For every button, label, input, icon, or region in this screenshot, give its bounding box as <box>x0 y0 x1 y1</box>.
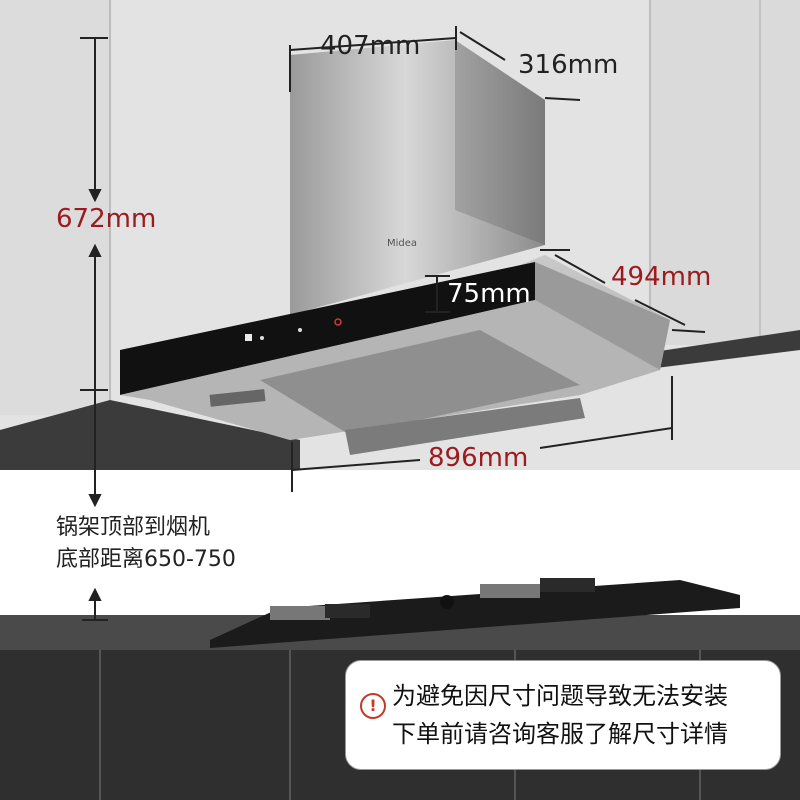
upper-cabinet-left <box>0 0 110 415</box>
size-notice-box: ! 为避免因尺寸问题导致无法安装 下单前请咨询客服了解尺寸详情 <box>345 660 781 770</box>
install-height-note: 锅架顶部到烟机 底部距离650-750 <box>56 512 236 576</box>
touch-icon-light <box>260 336 264 340</box>
upper-cabinet-right <box>650 0 800 345</box>
oil-cup <box>345 398 585 455</box>
notice-line1: 为避免因尺寸问题导致无法安装 <box>392 682 728 710</box>
dimension-panel-height: 75mm <box>447 279 531 309</box>
install-note-line2: 底部距离650-750 <box>56 547 236 572</box>
dimension-depth-bottom: 494mm <box>611 262 712 292</box>
burner-right <box>480 584 540 598</box>
gas-stove <box>210 580 740 648</box>
filter-panel <box>260 330 580 435</box>
stove-knob-left <box>440 595 454 609</box>
power-button-touch <box>245 334 252 341</box>
warning-icon: ! <box>360 693 386 719</box>
hood-side-edge <box>535 262 670 370</box>
dimension-width-top: 407mm <box>320 31 421 61</box>
upper-cabinet-shelf-left <box>0 400 300 470</box>
dimension-height: 672mm <box>56 204 157 234</box>
burner-left <box>270 606 330 620</box>
glass-panel <box>120 262 535 395</box>
brand-logo: Midea <box>387 238 417 249</box>
notice-line2: 下单前请咨询客服了解尺寸详情 <box>392 720 728 748</box>
touch-icon-power <box>334 318 342 326</box>
dimension-width-bottom: 896mm <box>428 443 529 473</box>
dimension-lines <box>80 26 706 621</box>
touch-icon-fan <box>298 328 302 332</box>
install-note-line1: 锅架顶部到烟机 <box>56 515 211 540</box>
handle-slot <box>209 389 266 407</box>
notice-text: 为避免因尺寸问题导致无法安装 下单前请咨询客服了解尺寸详情 <box>392 677 728 753</box>
dimension-depth-top: 316mm <box>518 50 619 80</box>
chimney-side <box>455 40 545 245</box>
